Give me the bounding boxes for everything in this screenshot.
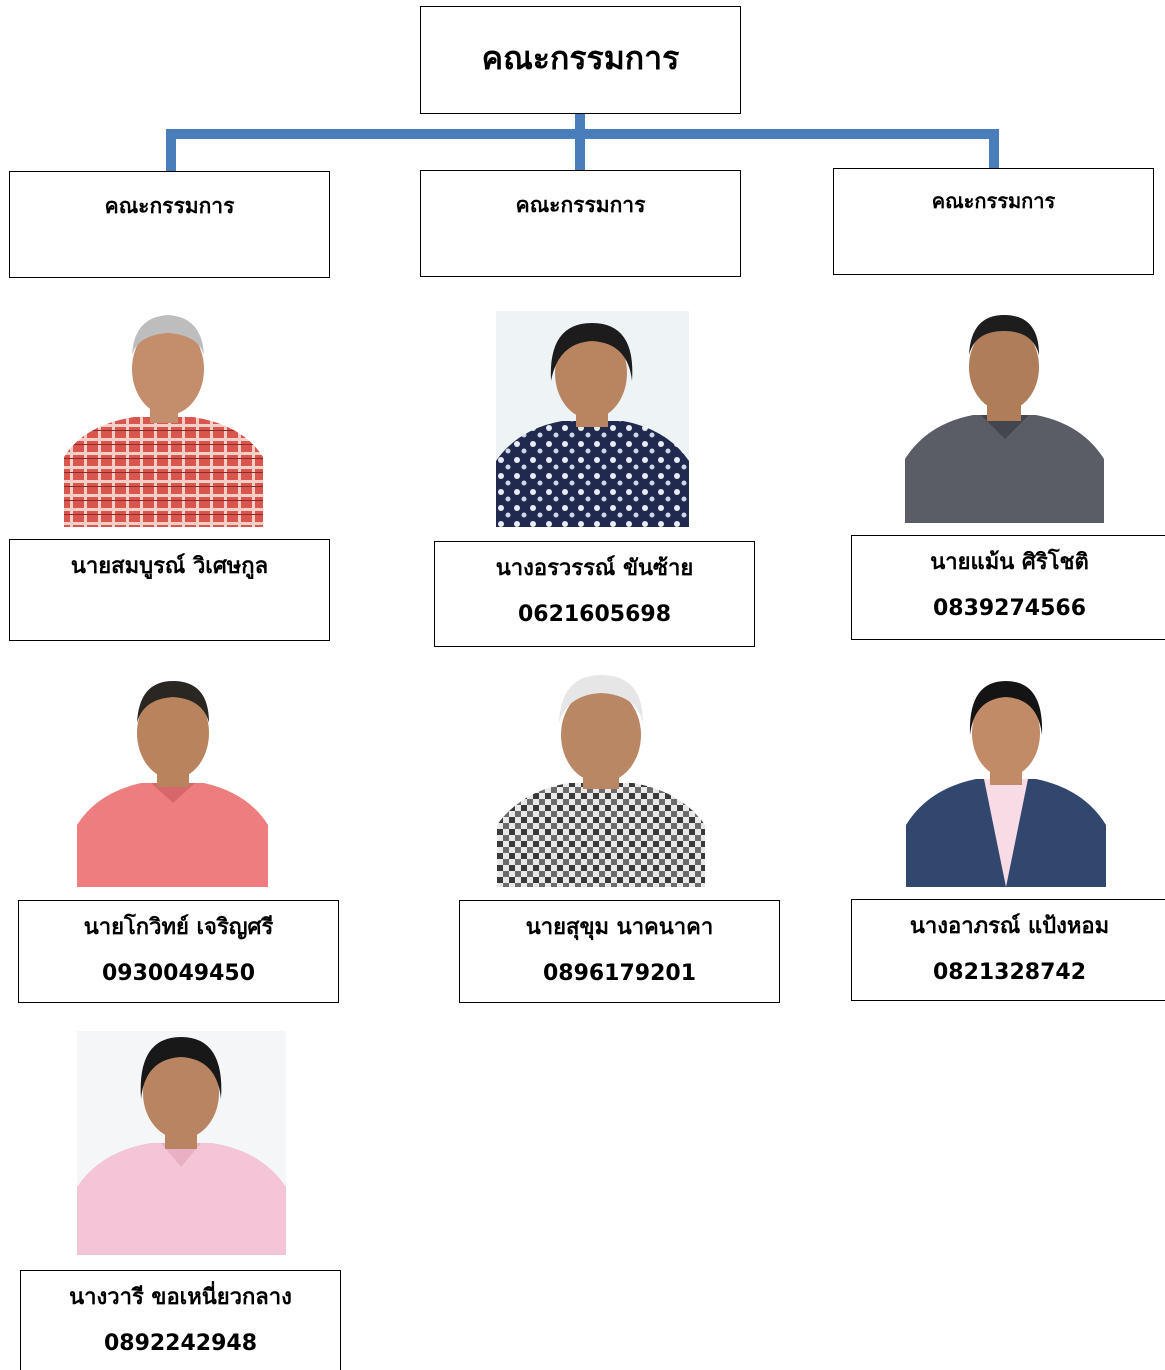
member-phone: 0930049450 xyxy=(101,961,256,986)
member-card-7: นางวารี ขอเหนี่ยวกลาง 0892242948 xyxy=(20,1270,341,1370)
committee-group-box-1: คณะกรรมการ xyxy=(9,171,330,278)
committee-group-label: คณะกรรมการ xyxy=(515,193,646,217)
connector-crossbar xyxy=(166,129,999,139)
member-phone: 0839274566 xyxy=(932,596,1087,621)
member-card-1: นายสมบูรณ์ วิเศษกูล xyxy=(9,539,330,641)
member-phone: 0896179201 xyxy=(542,961,697,986)
member-card-4: นายโกวิทย์ เจริญศรี 0930049450 xyxy=(18,900,339,1003)
committee-group-label: คณะกรรมการ xyxy=(931,189,1056,213)
connector-left-drop xyxy=(166,129,176,171)
member-photo-6 xyxy=(906,675,1106,887)
committee-group-label: คณะกรรมการ xyxy=(104,194,235,218)
committee-group-box-2: คณะกรรมการ xyxy=(420,170,741,277)
member-card-3: นายแม้น ศิริโชติ 0839274566 xyxy=(851,535,1165,640)
committee-title: คณะกรรมการ xyxy=(481,39,680,77)
member-name: นางอาภรณ์ แป้งหอม xyxy=(909,914,1110,939)
member-photo-3 xyxy=(905,309,1104,523)
member-card-5: นายสุขุม นาคนาคา 0896179201 xyxy=(459,900,780,1003)
committee-group-box-3: คณะกรรมการ xyxy=(833,168,1154,275)
member-photo-2 xyxy=(496,311,689,527)
member-card-2: นางอรวรรณ์ ขันซ้าย 0621605698 xyxy=(434,541,755,647)
connector-right-drop xyxy=(989,129,999,168)
member-name: นายสุขุม นาคนาคา xyxy=(525,915,714,940)
committee-title-box: คณะกรรมการ xyxy=(420,6,741,114)
member-name: นายแม้น ศิริโชติ xyxy=(930,550,1089,575)
member-name: นางอรวรรณ์ ขันซ้าย xyxy=(495,556,694,581)
member-card-6: นางอาภรณ์ แป้งหอม 0821328742 xyxy=(851,899,1165,1001)
member-photo-4 xyxy=(77,675,268,887)
member-photo-5 xyxy=(497,673,705,887)
connector-trunk xyxy=(575,113,585,170)
member-phone: 0621605698 xyxy=(517,602,672,627)
member-phone: 0892242948 xyxy=(103,1331,258,1356)
member-photo-1 xyxy=(64,307,263,527)
member-name: นางวารี ขอเหนี่ยวกลาง xyxy=(69,1285,292,1310)
member-name: นายสมบูรณ์ วิเศษกูล xyxy=(70,554,269,579)
member-name: นายโกวิทย์ เจริญศรี xyxy=(83,915,274,940)
member-photo-7 xyxy=(77,1031,286,1255)
member-phone: 0821328742 xyxy=(932,960,1087,985)
